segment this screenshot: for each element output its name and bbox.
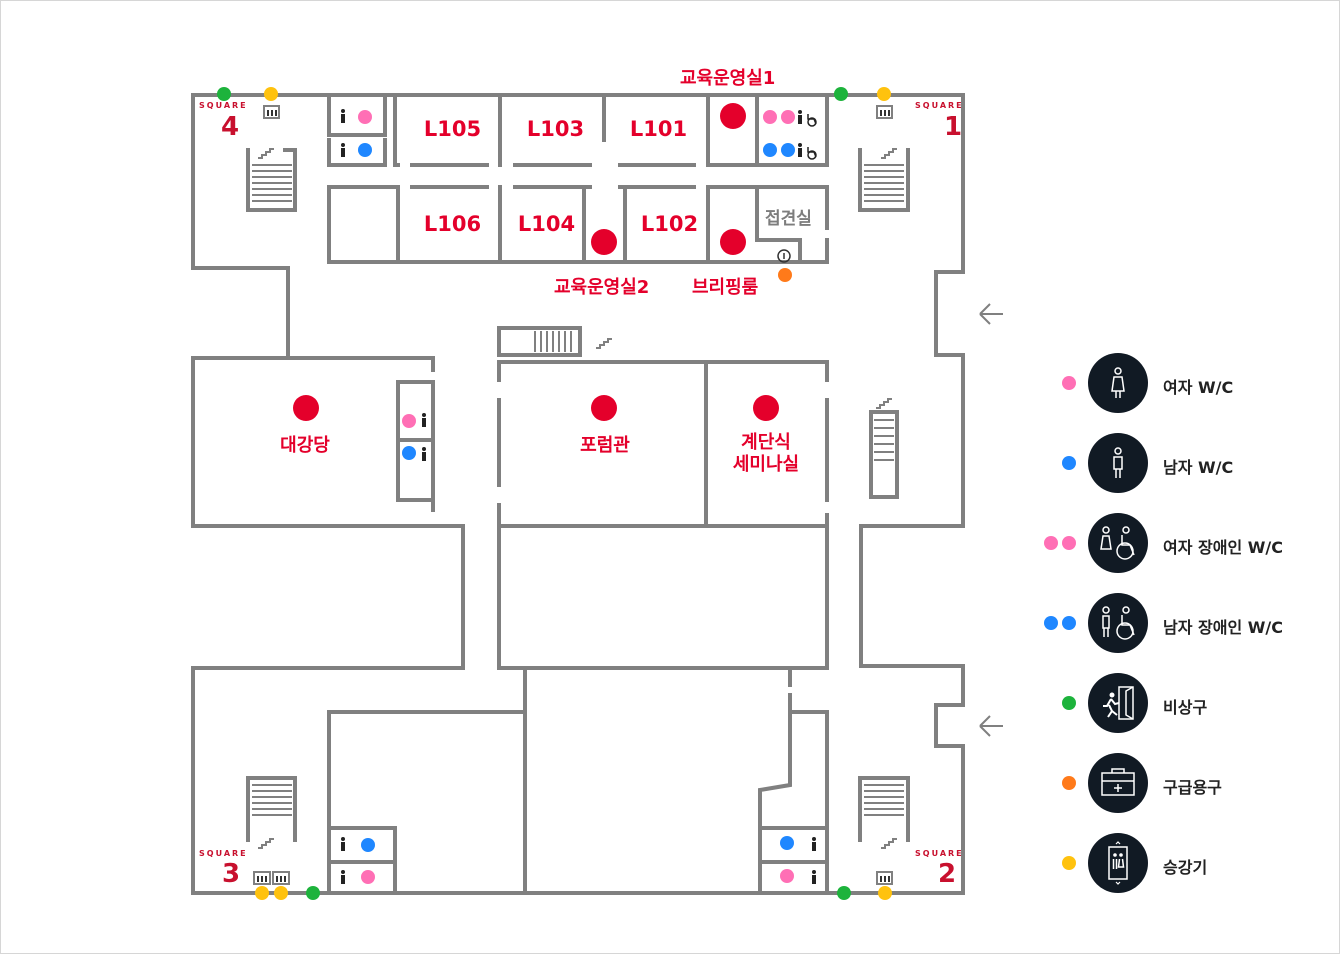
room-l101: L101 xyxy=(629,117,688,141)
legend-dot xyxy=(1062,776,1076,790)
first-aid-kit-icon xyxy=(1088,753,1148,813)
male-wc-dot xyxy=(402,446,416,460)
elevator-icon xyxy=(1088,833,1148,893)
room-l104: L104 xyxy=(517,212,576,236)
legend-label: 비상구 xyxy=(1163,698,1208,717)
entrance-arrow-icon xyxy=(979,303,1003,737)
room-l102: L102 xyxy=(640,212,699,236)
room-auditorium: 대강당 xyxy=(280,435,330,456)
elevator-dot xyxy=(274,886,288,900)
legend-dot xyxy=(1044,536,1058,550)
male-wc-dot xyxy=(763,143,777,157)
square-2-caption: SQUARE xyxy=(915,849,964,858)
room-reception: 접견실 xyxy=(765,209,812,229)
room-seminar-line2: 세미나실 xyxy=(732,454,800,475)
female-accessible-wc-icon xyxy=(1088,513,1148,573)
room-dot xyxy=(720,103,746,129)
room-seminar-line1: 계단식 xyxy=(741,432,791,453)
label-edu-room-1: 교육운영실1 xyxy=(680,68,776,89)
female-wc-icon xyxy=(1088,353,1148,413)
exit-dot xyxy=(837,886,851,900)
exit-dot xyxy=(217,87,231,101)
male-wc-dot xyxy=(358,143,372,157)
legend-label: 구급용구 xyxy=(1163,778,1222,797)
female-wc-dot xyxy=(763,110,777,124)
square-1-number: 1 xyxy=(944,112,963,142)
legend-dot xyxy=(1062,616,1076,630)
label-briefing-room: 브리핑룸 xyxy=(692,277,759,298)
room-l103: L103 xyxy=(526,117,585,141)
elevator-dot xyxy=(264,87,278,101)
label-edu-room-2: 교육운영실2 xyxy=(554,277,650,298)
square-4-number: 4 xyxy=(221,112,240,142)
room-dot xyxy=(753,395,779,421)
square-3-number: 3 xyxy=(222,859,241,889)
male-accessible-wc-icon xyxy=(1088,593,1148,653)
square-2-number: 2 xyxy=(938,859,957,889)
square-4-caption: SQUARE xyxy=(199,101,248,110)
female-wc-dot xyxy=(781,110,795,124)
female-wc-dot xyxy=(358,110,372,124)
room-dot xyxy=(293,395,319,421)
exit-dot xyxy=(306,886,320,900)
elevator-dot xyxy=(877,87,891,101)
room-l105: L105 xyxy=(423,117,482,141)
legend-dot xyxy=(1062,536,1076,550)
legend-label: 승강기 xyxy=(1163,858,1208,877)
room-dot xyxy=(720,229,746,255)
emergency-exit-icon xyxy=(1088,673,1148,733)
square-3-caption: SQUARE xyxy=(199,849,248,858)
room-dot xyxy=(591,229,617,255)
room-dot xyxy=(591,395,617,421)
first-aid-dot xyxy=(778,268,792,282)
legend-label: 남자 장애인 W/C xyxy=(1163,618,1283,637)
male-wc-dot xyxy=(361,838,375,852)
elevator-dot xyxy=(878,886,892,900)
legend-label: 남자 W/C xyxy=(1163,458,1234,477)
exit-dot xyxy=(834,87,848,101)
room-l106: L106 xyxy=(423,212,482,236)
male-wc-dot xyxy=(780,836,794,850)
male-wc-icon xyxy=(1088,433,1148,493)
room-forum: 포럼관 xyxy=(580,435,630,456)
legend-label: 여자 W/C xyxy=(1163,378,1234,397)
legend-dot xyxy=(1044,616,1058,630)
square-1-caption: SQUARE xyxy=(915,101,964,110)
legend-dot xyxy=(1062,856,1076,870)
male-wc-dot xyxy=(781,143,795,157)
female-wc-dot xyxy=(780,869,794,883)
room-seminar: 계단식 세미나실 xyxy=(720,432,812,476)
info-icon xyxy=(777,249,791,263)
legend-dot xyxy=(1062,696,1076,710)
legend-dot xyxy=(1062,456,1076,470)
legend-label: 여자 장애인 W/C xyxy=(1163,538,1283,557)
elevator-dot xyxy=(255,886,269,900)
female-wc-dot xyxy=(402,414,416,428)
legend-dot xyxy=(1062,376,1076,390)
female-wc-dot xyxy=(361,870,375,884)
